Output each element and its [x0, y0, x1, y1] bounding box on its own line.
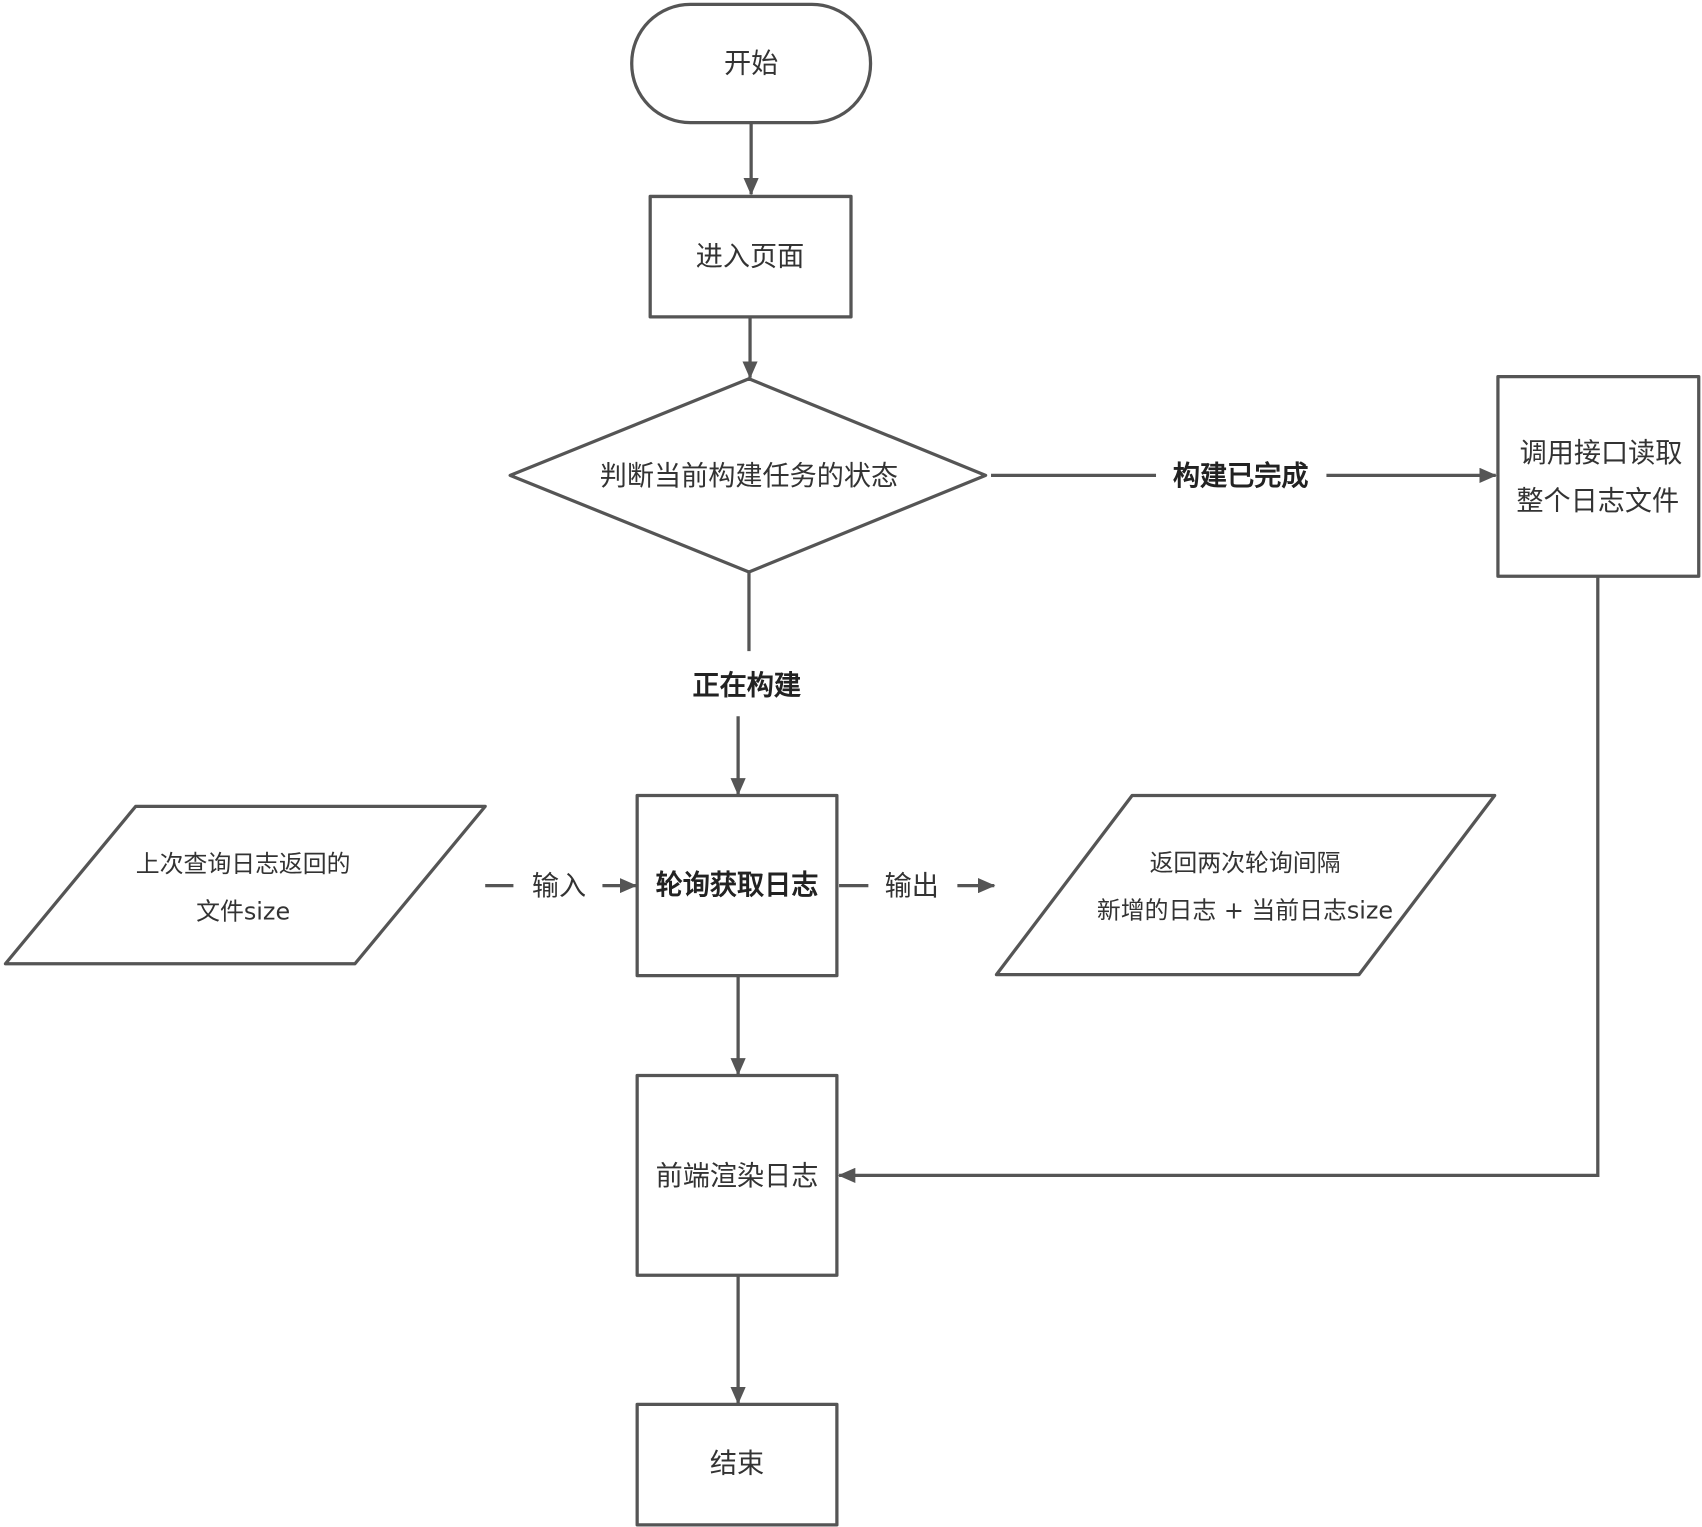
- output-data-label-line-1: 返回两次轮询间隔: [1150, 849, 1341, 877]
- enter-page-label: 进入页面: [696, 242, 805, 273]
- output-data-parallelogram: [994, 793, 1497, 977]
- end-label: 结束: [710, 1449, 764, 1480]
- read-full-log-process: [1496, 374, 1701, 578]
- read-full-log-label-line-1: 调用接口读取: [1520, 438, 1683, 469]
- building-edge-label: 正在构建: [693, 670, 802, 701]
- build-status-decision: [508, 377, 988, 574]
- output-data-label-line-2: 新增的日志 + 当前日志size: [1097, 897, 1393, 925]
- arrow-read-full-log-to-render-logs: [837, 576, 1600, 1183]
- read-full-log-label-line-2: 整个日志文件: [1516, 486, 1679, 517]
- render-logs-label: 前端渲染日志: [656, 1161, 819, 1192]
- end-terminal: [635, 1402, 839, 1527]
- input-data-label-line-2: 文件size: [196, 898, 290, 926]
- output-edge-label: 输出: [885, 871, 939, 902]
- poll-logs-label: 轮询获取日志: [656, 870, 819, 901]
- decision-label: 判断当前构建任务的状态: [600, 461, 898, 492]
- enter-page-process: [648, 194, 853, 319]
- build-done-edge-label: 构建已完成: [1173, 460, 1309, 492]
- render-logs-process: [635, 1073, 839, 1277]
- input-data-label-line-1: 上次查询日志返回的: [136, 850, 351, 878]
- input-data-parallelogram: [3, 804, 487, 966]
- input-edge-label: 输入: [532, 871, 586, 902]
- start-label: 开始: [724, 49, 778, 80]
